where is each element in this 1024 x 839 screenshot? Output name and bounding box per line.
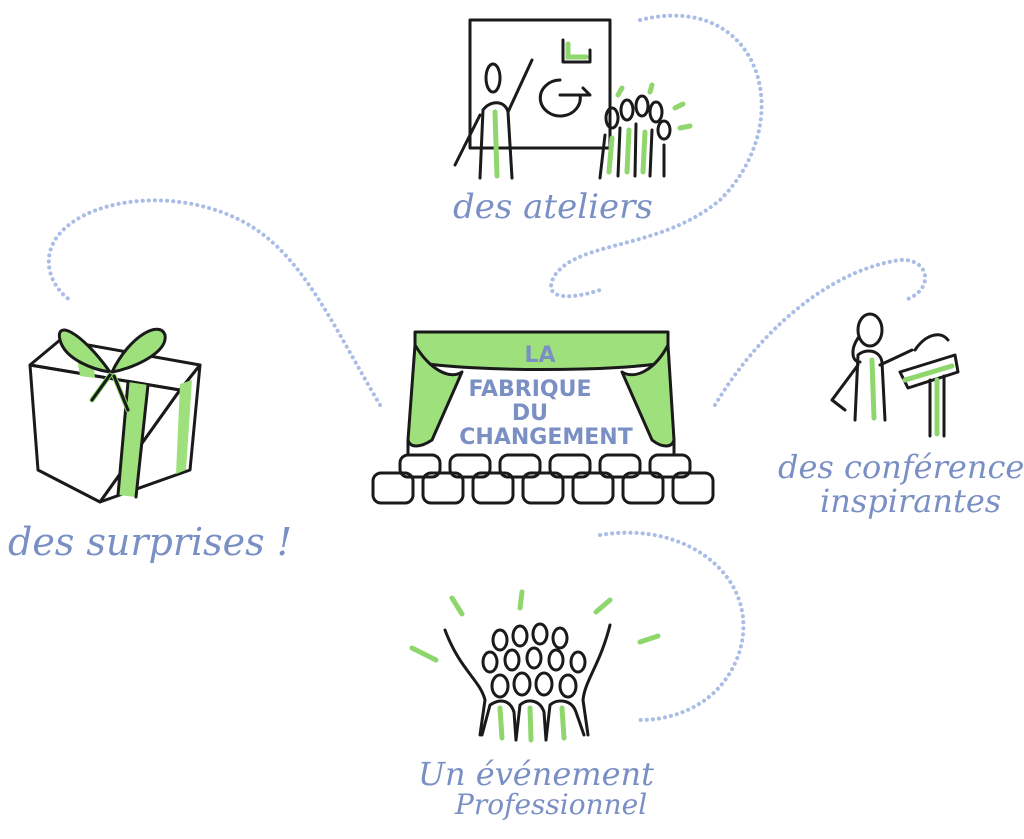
workshop-icon: [453, 18, 693, 180]
label-ateliers: des ateliers: [453, 187, 653, 227]
stage-title-line4: CHANGEMENT: [459, 425, 632, 450]
audience-heads: [598, 82, 693, 180]
theater-stage-icon: LA FABRIQUE DU CHANGEMENT: [371, 330, 715, 505]
connector-ateliers: [549, 13, 764, 299]
label-conferences-1: des conférences: [778, 448, 1024, 486]
stage-title-line2: FABRIQUE: [468, 377, 591, 402]
label-surprises: des surprises !: [8, 520, 292, 564]
connector-surprises: [46, 198, 382, 407]
dotted-connectors: [46, 13, 927, 722]
cheer-rays: [409, 589, 661, 663]
stage-title-line3: DU: [512, 401, 548, 426]
connector-conferences: [713, 257, 927, 407]
label-evenement-1: Un événement: [418, 755, 654, 793]
speaker-podium-icon: [830, 312, 960, 438]
stage-seats: [371, 453, 715, 505]
gift-box-icon: [28, 327, 202, 504]
connector-evenement: [598, 530, 746, 722]
label-conferences-2: inspirantes: [820, 482, 1001, 520]
crowd-icon: [409, 589, 661, 743]
stage-title-line1: LA: [524, 343, 555, 368]
label-evenement-2: Professionnel: [454, 788, 647, 821]
